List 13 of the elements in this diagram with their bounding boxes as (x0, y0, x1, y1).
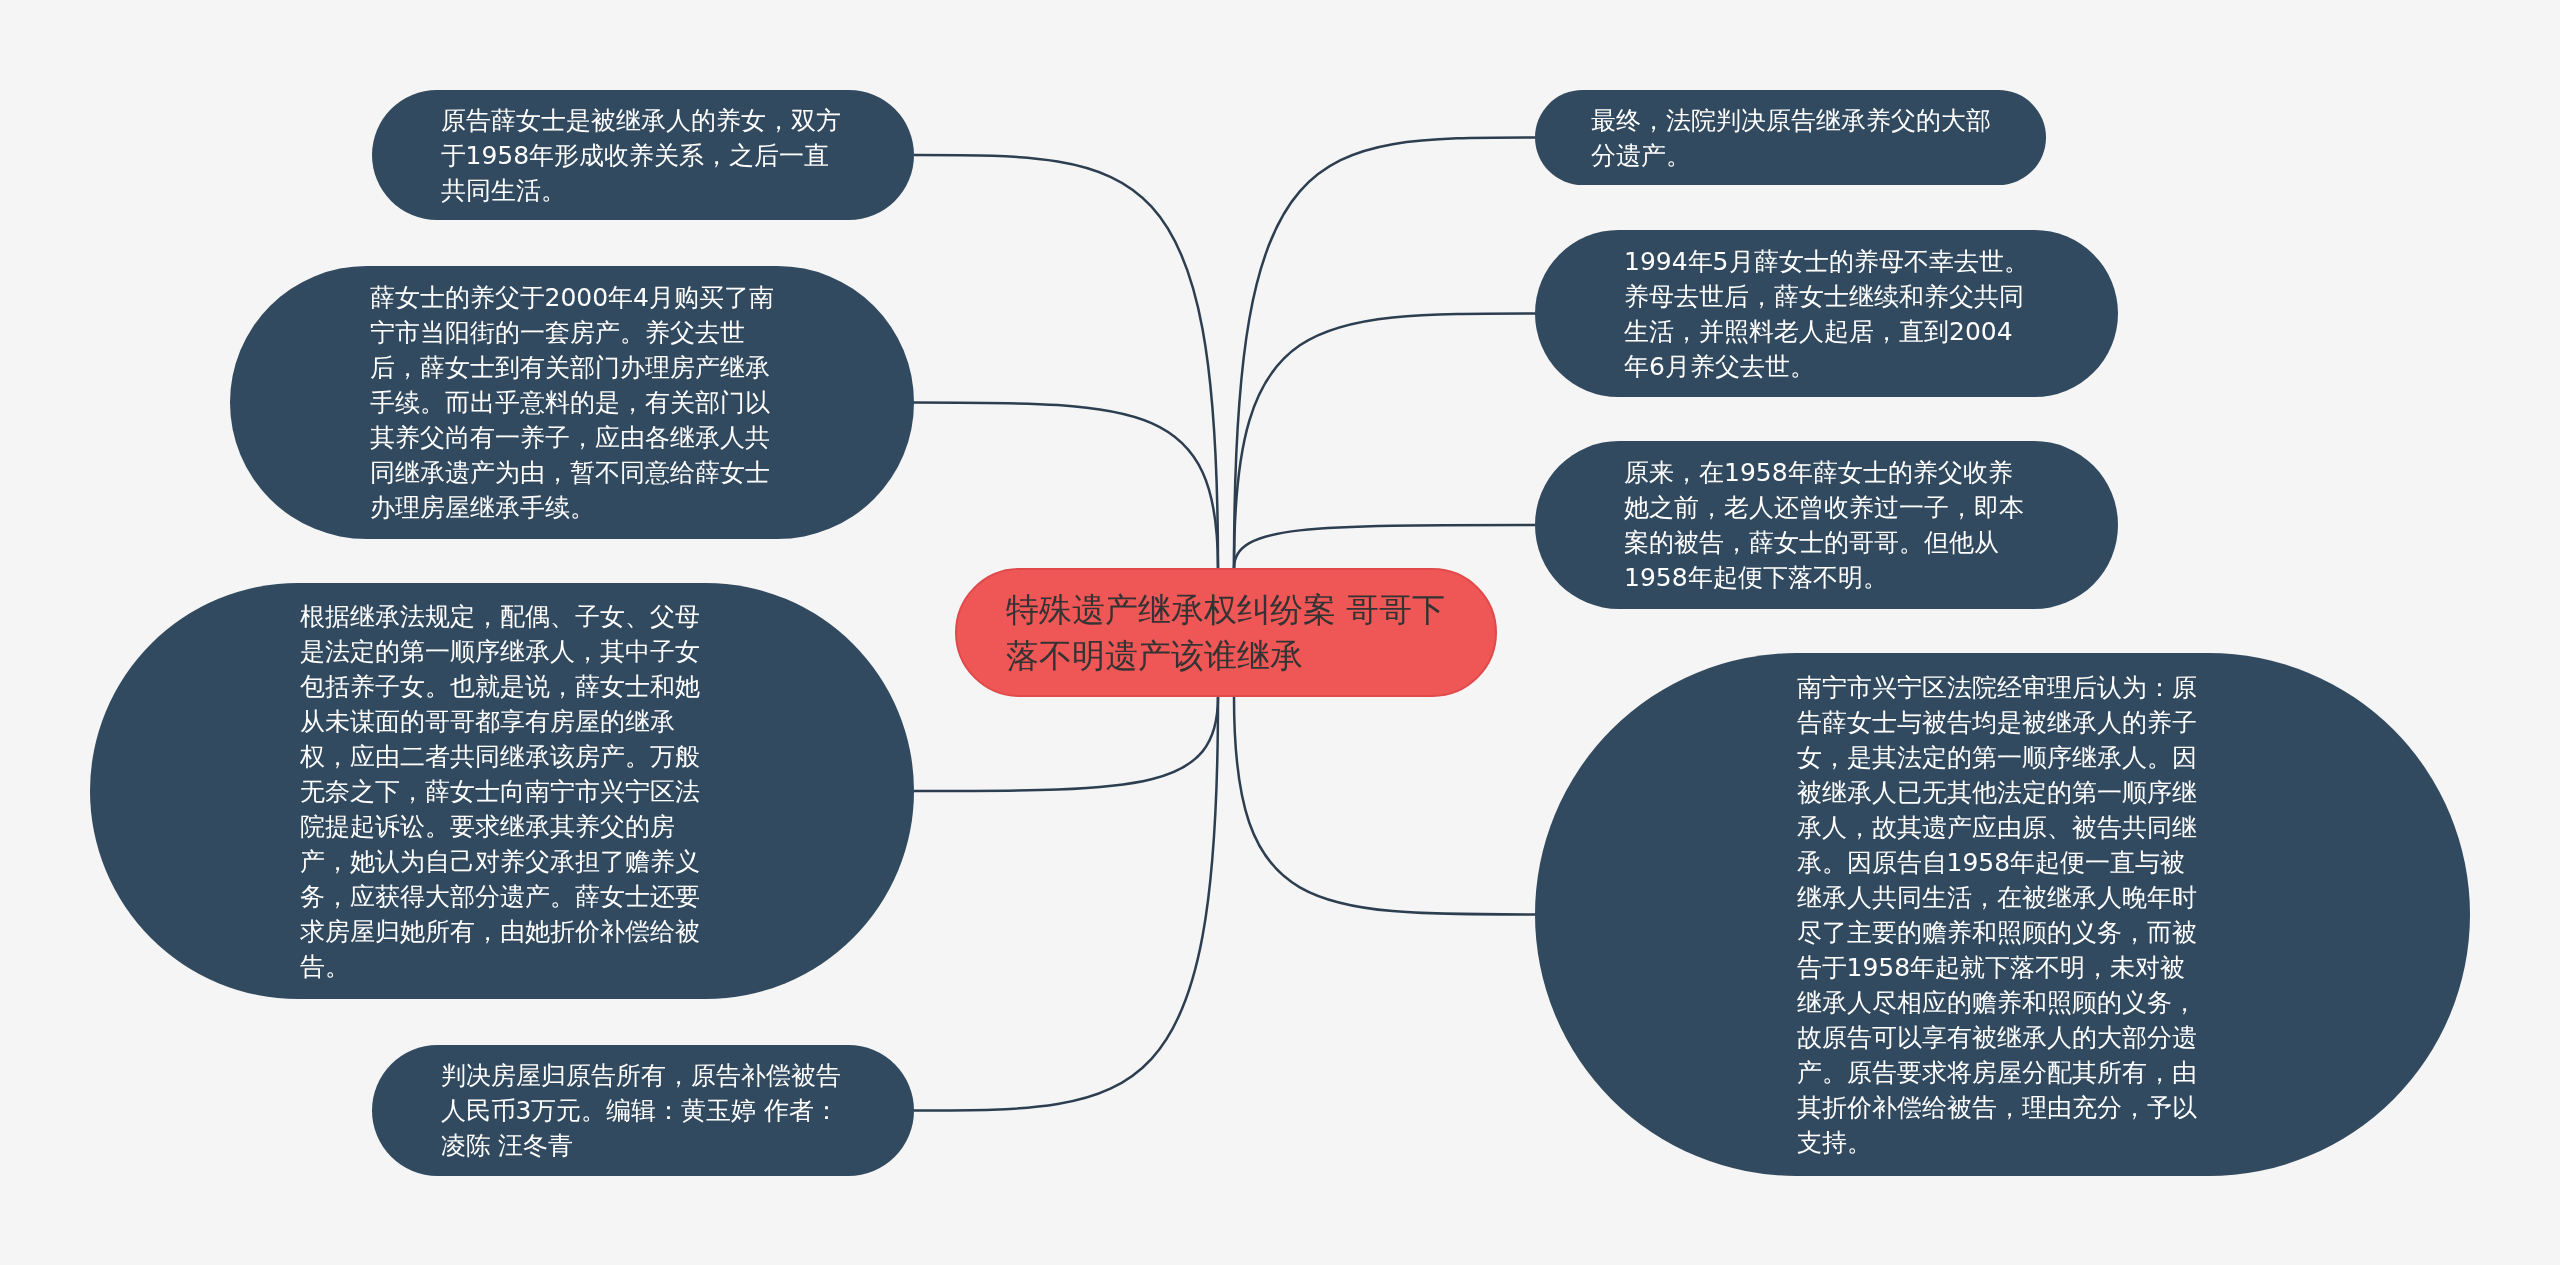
topic-bubble: 判决房屋归原告所有，原告补偿被告人民币3万元。编辑：黄玉婷 作者：凌陈 汪冬青 (372, 1045, 914, 1176)
connector-line (1232, 696, 1535, 916)
connector-line (914, 696, 1220, 1112)
topic-bubble: 根据继承法规定，配偶、子女、父母是法定的第一顺序继承人，其中子女包括养子女。也就是说，薛女士和她从未谋面的哥哥都享有房屋的继承权，应由二者共同继承该房产。万般无奈之下，薛女士向南宁市兴宁区法院提起诉讼。要求继承其养父的房产，她认为自己对养父承担了赡养义务，应获得大部分遗产。薛女士还要求房屋归她所有，由她折价补偿给被告。 (90, 583, 914, 999)
topic-bubble: 原告薛女士是被继承人的养女，双方于1958年形成收养关系，之后一直共同生活。 (372, 90, 914, 220)
connector-line (1232, 523, 1535, 569)
topic-bubble: 南宁市兴宁区法院经审理后认为：原告薛女士与被告均是被继承人的养子女，是其法定的第一顺序继承人。因被继承人已无其他法定的第一顺序继承人，故其遗产应由原、被告共同继承。因原告自1958年起便一直与被继承人共同生活，在被继承人晚年时尽了主要的赡养和照顾的义务，而被告于1958年起就下落不明，未对被继承人尽相应的赡养和照顾的义务，故原告可以享有被继承人的大部分遗产。原告要求将房屋分配其所有，由其折价补偿给被告，理由充分，予以支持。 (1535, 653, 2470, 1176)
topic-bubble: 最终，法院判决原告继承养父的大部分遗产。 (1535, 90, 2046, 185)
connector-line (914, 401, 1220, 569)
topic-bubble: 原来，在1958年薛女士的养父收养她之前，老人还曾收养过一子，即本案的被告，薛女士的哥哥。但他从1958年起便下落不明。 (1535, 441, 2118, 609)
central-topic-bubble: 特殊遗产继承权纠纷案 哥哥下落不明遗产该谁继承 (955, 568, 1497, 697)
topic-bubble: 薛女士的养父于2000年4月购买了南宁市当阳街的一套房产。养父去世后，薛女士到有关部门办理房产继承手续。而出乎意料的是，有关部门以其养父尚有一养子，应由各继承人共同继承遗产为由，暂不同意给薛女士办理房屋继承手续。 (230, 266, 914, 539)
topic-bubble: 1994年5月薛女士的养母不幸去世。养母去世后，薛女士继续和养父共同生活，并照料老人起居，直到2004年6月养父去世。 (1535, 230, 2118, 397)
